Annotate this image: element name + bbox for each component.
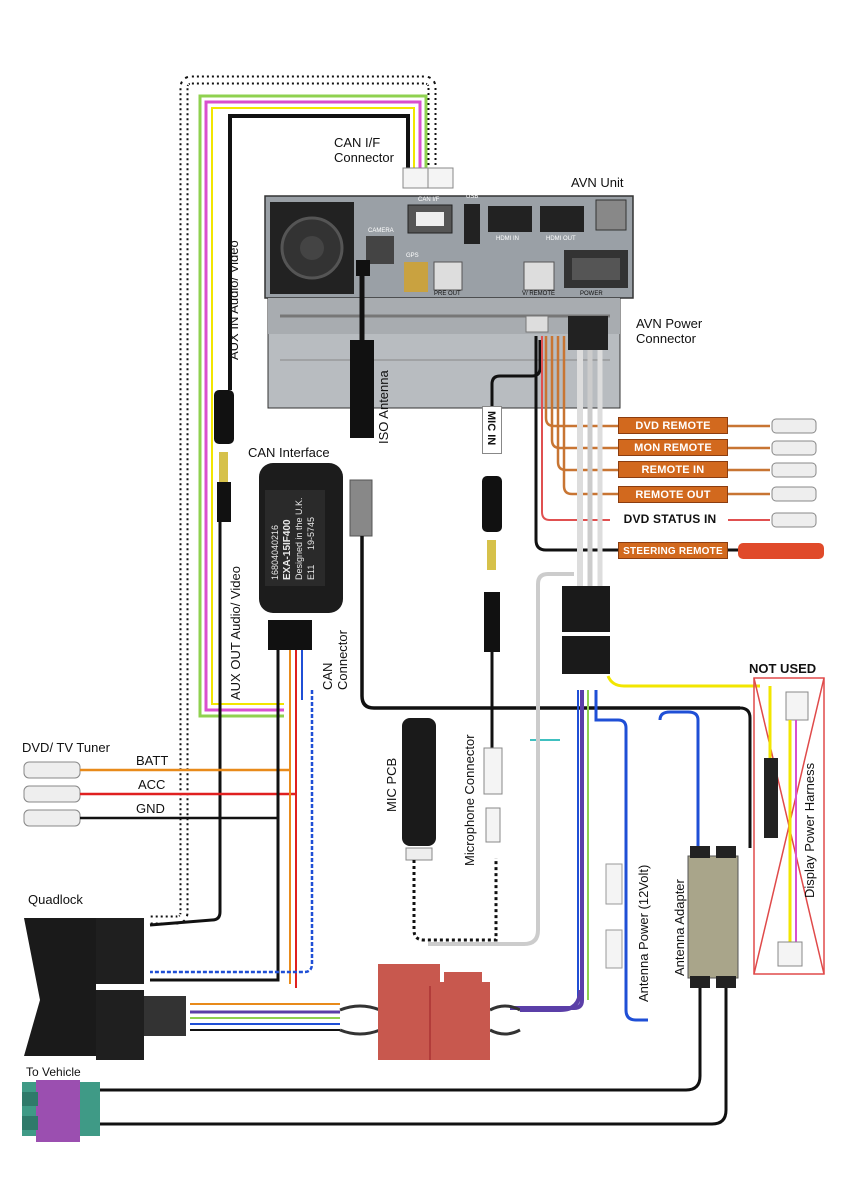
aux-av-cable-bundle — [149, 75, 437, 927]
port-power-label: POWER — [580, 291, 603, 297]
dvd-tv-tuner-label: DVD/ TV Tuner — [22, 740, 110, 755]
port-hdmi-out-label: HDMI OUT — [546, 236, 576, 242]
port-v-remote-label: V/ REMOTE — [522, 291, 556, 297]
avn-unit-label: AVN Unit — [571, 175, 624, 190]
antenna-power-fuse — [605, 863, 623, 969]
wire-tag-steering-remote: STEERING REMOTE — [618, 542, 728, 559]
wire-tag-remote-in: REMOTE IN — [618, 461, 728, 478]
antenna-adapter-label: Antenna Adapter — [672, 879, 687, 976]
not-used-label: NOT USED — [749, 661, 817, 676]
fakra-connector — [22, 1080, 100, 1142]
can-module-text-5: E11 — [306, 564, 316, 580]
wire-terminals — [738, 418, 824, 559]
port-camera-label: CAMERA — [368, 228, 394, 234]
can-module-text-2: EXA-15IF400 — [282, 519, 293, 580]
aux-in-label: AUX IN Audio/ Video — [226, 240, 241, 360]
quadlock-harness — [190, 989, 582, 1036]
display-power-harness — [753, 677, 825, 975]
gnd-label: GND — [136, 801, 165, 816]
mic-in-label: MIC IN — [485, 411, 497, 446]
iso-antenna-label: ISO Antenna — [376, 370, 391, 444]
antenna-adapter-box — [98, 846, 739, 1126]
iso-antenna-plug — [349, 479, 740, 710]
can-if-plug — [402, 167, 454, 189]
antenna-power-label: Antenna Power (12Volt) — [636, 864, 651, 1002]
tuner-wires — [23, 690, 314, 988]
mic-in-tag: MIC IN — [482, 406, 502, 454]
wire-tag-dvd-status-in: DVD STATUS IN — [612, 511, 728, 528]
can-module-text-1: 16804040216 — [270, 524, 280, 580]
avn-power-wires — [525, 315, 770, 586]
display-power-harness-label: Display Power Harness — [802, 762, 817, 898]
iso-connector-block — [378, 964, 490, 1060]
wire-tag-mon-remote: MON REMOTE — [618, 439, 728, 456]
avn-unit — [264, 195, 634, 409]
to-vehicle-label: To Vehicle — [26, 1065, 81, 1079]
can-module-text-3: Designed in the U.K. — [294, 497, 304, 580]
aux-in-jack — [214, 390, 234, 522]
port-pre-out-label: PRE OUT — [434, 291, 461, 297]
can-if-connector-label: CAN I/F Connector — [334, 135, 394, 165]
port-can-if-label: CAN I/F — [418, 197, 440, 203]
mic-cable — [482, 340, 542, 843]
iso-antenna-cable — [350, 260, 374, 438]
quadlock-connector — [24, 918, 186, 1060]
can-module-text-4: 19-5745 — [306, 516, 316, 550]
can-interface-module — [259, 463, 343, 700]
batt-label: BATT — [136, 753, 169, 768]
port-usb-label: USB — [466, 194, 479, 200]
wire-tag-remote-out: REMOTE OUT — [618, 486, 728, 503]
can-connector-label: CAN Connector — [320, 630, 350, 690]
can-interface-label: CAN Interface — [248, 445, 330, 460]
aux-out-label: AUX OUT Audio/ Video — [228, 566, 243, 700]
mic-pcb — [402, 718, 498, 942]
avn-power-connector-label: AVN Power Connector — [636, 316, 703, 346]
acc-label: ACC — [138, 777, 166, 792]
port-gps-label: GPS — [406, 253, 419, 259]
quadlock-label: Quadlock — [28, 892, 83, 907]
microphone-connector-label: Microphone Connector — [462, 734, 477, 866]
port-hdmi-in-label: HDMI IN — [496, 236, 519, 242]
avn-power-connector-pair — [428, 572, 760, 1022]
wire-tag-dvd-remote: DVD REMOTE — [618, 417, 728, 434]
mic-pcb-label: MIC PCB — [384, 757, 399, 812]
